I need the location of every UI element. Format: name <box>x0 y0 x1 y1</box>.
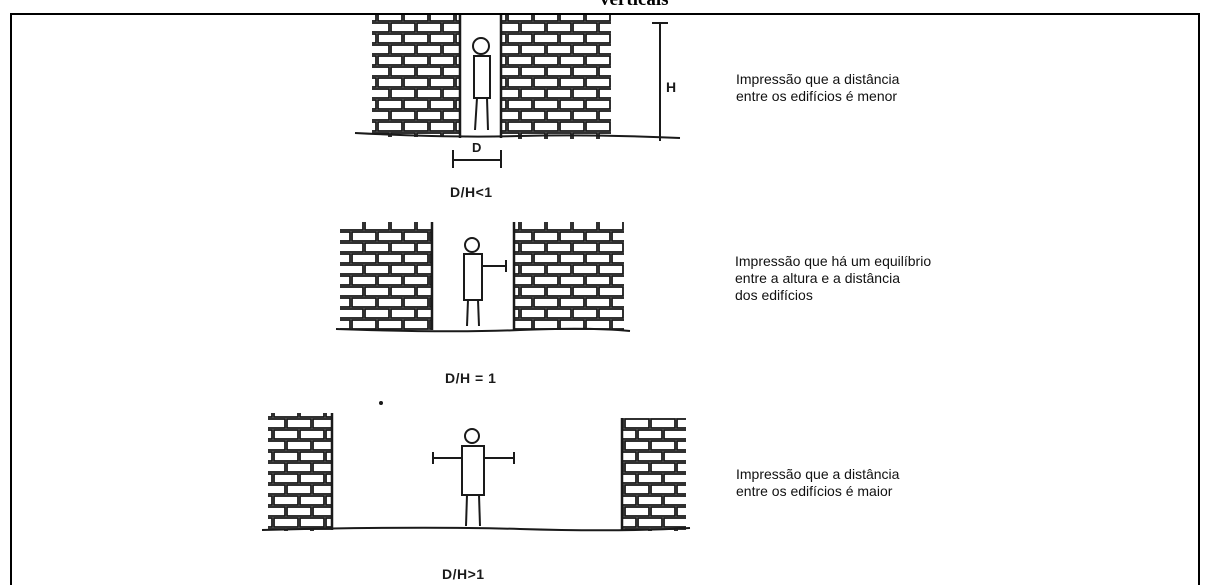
ground-line <box>335 327 631 333</box>
caption-line: Impressão que a distância <box>736 71 900 87</box>
ink-dot <box>379 401 383 405</box>
width-label: D <box>472 140 481 155</box>
ground-line <box>354 132 681 139</box>
ratio-label-narrow: D/H<1 <box>450 184 493 200</box>
height-label: H <box>666 79 676 95</box>
caption-line: Impressão que a distância <box>736 466 900 482</box>
building-left <box>268 413 332 531</box>
ratio-label-wide: D/H>1 <box>442 566 485 582</box>
caption-narrow: Impressão que a distância entre os edifí… <box>736 71 899 105</box>
person-figure <box>463 237 507 327</box>
building-left <box>340 222 432 330</box>
building-right <box>622 418 686 531</box>
panel-wide-street <box>261 401 691 532</box>
width-dimension <box>452 150 502 168</box>
person-figure <box>432 428 515 527</box>
caption-balanced: Impressão que há um equilíbrio entre a a… <box>735 253 931 304</box>
top-border <box>10 13 1200 15</box>
caption-line: entre a altura e a distância <box>735 270 900 286</box>
building-left <box>372 15 460 137</box>
ratio-label-balanced: D/H = 1 <box>445 370 497 386</box>
height-dimension <box>652 22 668 141</box>
building-right <box>501 15 611 139</box>
left-border <box>10 13 12 585</box>
ground-line <box>261 526 691 532</box>
building-right <box>514 222 624 330</box>
caption-line: entre os edifícios é maior <box>736 483 893 499</box>
page-title: verticais <box>600 0 760 13</box>
panel-narrow-street: H D <box>354 15 681 168</box>
person-figure <box>472 37 491 131</box>
caption-wide: Impressão que a distância entre os edifí… <box>736 466 899 500</box>
right-border <box>1198 13 1200 585</box>
caption-line: entre os edifícios é menor <box>736 88 898 104</box>
caption-line: Impressão que há um equilíbrio <box>735 253 932 269</box>
panel-balanced-street <box>335 222 631 333</box>
caption-line: dos edifícios <box>735 287 813 303</box>
